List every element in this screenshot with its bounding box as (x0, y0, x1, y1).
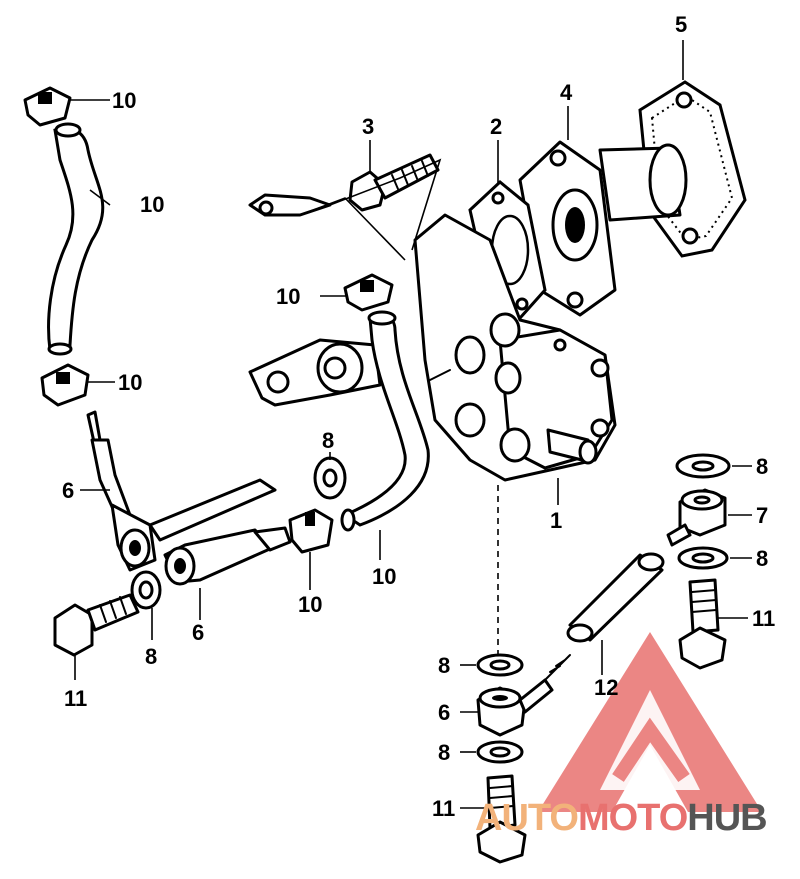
part-12-pipe (566, 552, 665, 643)
label-8-bottom-1: 8 (438, 653, 450, 678)
part-8-washer-right-top (675, 453, 731, 479)
label-1: 1 (550, 508, 562, 533)
leader-lines (70, 40, 752, 809)
label-8-left: 8 (145, 644, 157, 669)
part-8-washer-right-bottom (677, 546, 729, 570)
label-10-top: 10 (112, 88, 136, 113)
label-8-right-bottom: 8 (756, 546, 768, 571)
watermark-auto: AUTO (475, 797, 578, 839)
label-5: 5 (675, 12, 687, 37)
watermark-text: AUTOMOTOHUB (475, 797, 768, 839)
part-6-bottom-banjo (476, 654, 571, 737)
label-11-left: 11 (64, 686, 87, 711)
part-7-banjo-fitting (666, 488, 727, 547)
part-11-bolt-left (53, 593, 140, 657)
part-6-center-banjo-pipe (148, 478, 292, 586)
label-8-right-top: 8 (756, 454, 768, 479)
part-3-bolt (348, 153, 440, 212)
part-4-flange-plate (518, 140, 617, 317)
label-11-right: 11 (752, 606, 775, 631)
label-10-lower: 10 (298, 592, 322, 617)
label-8-upper: 8 (322, 428, 334, 453)
label-3: 3 (362, 114, 374, 139)
part-5-flange (598, 80, 747, 258)
part-10-clip-mid (40, 363, 90, 407)
label-12: 12 (594, 675, 618, 700)
part-number-labels: 5 4 2 3 10 10 10 10 8 6 1 10 10 6 8 11 8… (62, 12, 775, 821)
watermark-check-mark (612, 717, 690, 783)
label-6-bottom: 6 (438, 700, 450, 725)
label-2: 2 (490, 114, 502, 139)
label-6-center: 6 (192, 620, 204, 645)
part-1-pump-body (248, 193, 617, 482)
label-4: 4 (560, 80, 573, 105)
part-9-lower-hose (340, 310, 430, 532)
part-10-clip-lower (288, 508, 334, 554)
part-8-washer-upper (313, 456, 347, 500)
label-11-bottom: 11 (432, 796, 455, 821)
part-10-clip-upper-right (343, 273, 394, 312)
svg-text:AUTOMOTOHUB: AUTOMOTOHUB (475, 797, 767, 839)
part-8-washer-bottom-1 (476, 653, 524, 677)
label-10-mid: 10 (118, 370, 142, 395)
watermark-logo (538, 632, 762, 812)
part-8-washer-bottom-2 (476, 740, 524, 764)
part-10-clip-top (23, 86, 72, 127)
label-9-lower: 10 (372, 564, 396, 589)
watermark-hub: HUB (687, 797, 766, 839)
label-10-upper-right: 10 (276, 284, 300, 309)
part-9-upper-hose (47, 122, 105, 356)
label-6-left: 6 (62, 478, 74, 503)
part-6-left-banjo-pipe (86, 410, 157, 572)
watermark-moto: MOTO (578, 797, 687, 839)
part-8-washer-left (130, 570, 162, 610)
part-11-bolt-right (678, 578, 727, 670)
label-7: 7 (756, 503, 768, 528)
part-11-bolt-bottom (476, 774, 527, 864)
label-9-upper: 10 (140, 192, 164, 217)
label-8-bottom-2: 8 (438, 740, 450, 765)
